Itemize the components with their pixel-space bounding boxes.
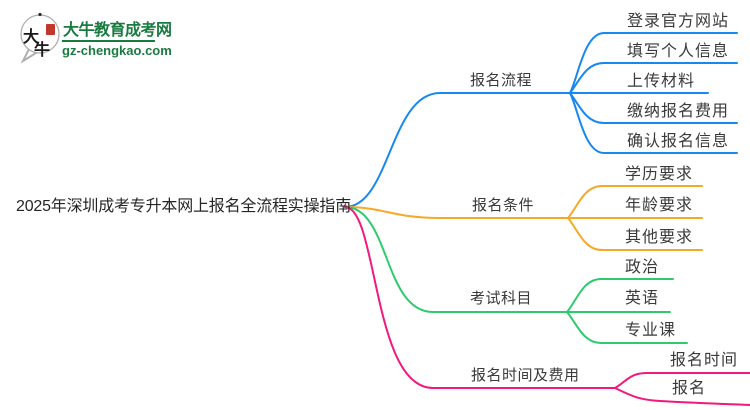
daniu-speech-bubble-icon: 大 牛 — [20, 12, 60, 64]
child-line-confirm-info — [569, 92, 738, 154]
svg-text:牛: 牛 — [34, 40, 50, 59]
branch-line-signup-requirements — [344, 206, 569, 219]
logo-divider-line — [62, 40, 155, 42]
branch-node-exam-subjects: 考试科目 — [470, 290, 533, 307]
node-education-requirement: 学历要求 — [625, 166, 694, 183]
child-line-politics — [566, 278, 674, 313]
node-age-requirement: 年龄要求 — [625, 197, 694, 214]
site-logo: 大 牛 大牛教育成考网 gz-chengkao.com — [0, 0, 230, 70]
branch-line-signup-process — [344, 92, 571, 208]
node-pay-signup-fee: 缴纳报名费用 — [627, 103, 730, 120]
node-upload-materials: 上传材料 — [627, 73, 696, 90]
logo-domain-text: gz-chengkao.com — [62, 43, 172, 58]
node-major-course: 专业课 — [625, 322, 677, 339]
child-line-major-course — [566, 311, 688, 344]
svg-text:大: 大 — [23, 27, 39, 46]
node-signup-time: 报名时间 — [670, 352, 739, 369]
node-other-requirement: 其他要求 — [625, 229, 694, 246]
branch-line-time-and-fee — [344, 206, 616, 389]
branch-node-signup-requirements: 报名条件 — [472, 197, 535, 214]
branch-line-exam-subjects — [344, 206, 568, 313]
child-line-signup-fee — [614, 387, 750, 406]
branch-node-time-and-fee: 报名时间及费用 — [471, 367, 580, 384]
child-line-signup-time — [614, 372, 750, 389]
node-login-official-site: 登录官方网站 — [627, 13, 730, 30]
node-english: 英语 — [625, 290, 660, 307]
child-line-login-official-site — [569, 32, 738, 94]
node-fill-personal-info: 填写个人信息 — [627, 43, 730, 60]
child-line-education-requirement — [567, 185, 703, 219]
child-line-other-requirement — [567, 217, 703, 251]
branch-node-signup-process: 报名流程 — [470, 72, 533, 89]
logo-brand-text: 大牛教育成考网 — [63, 22, 172, 39]
node-signup-fee-truncated: 报名 — [672, 380, 707, 397]
root-node-label: 2025年深圳成考专升本网上报名全流程实操指南 — [16, 198, 351, 215]
node-confirm-signup-info: 确认报名信息 — [627, 133, 730, 150]
child-line-pay-fee — [569, 92, 738, 124]
node-politics: 政治 — [625, 259, 660, 276]
child-line-fill-personal-info — [569, 62, 738, 94]
